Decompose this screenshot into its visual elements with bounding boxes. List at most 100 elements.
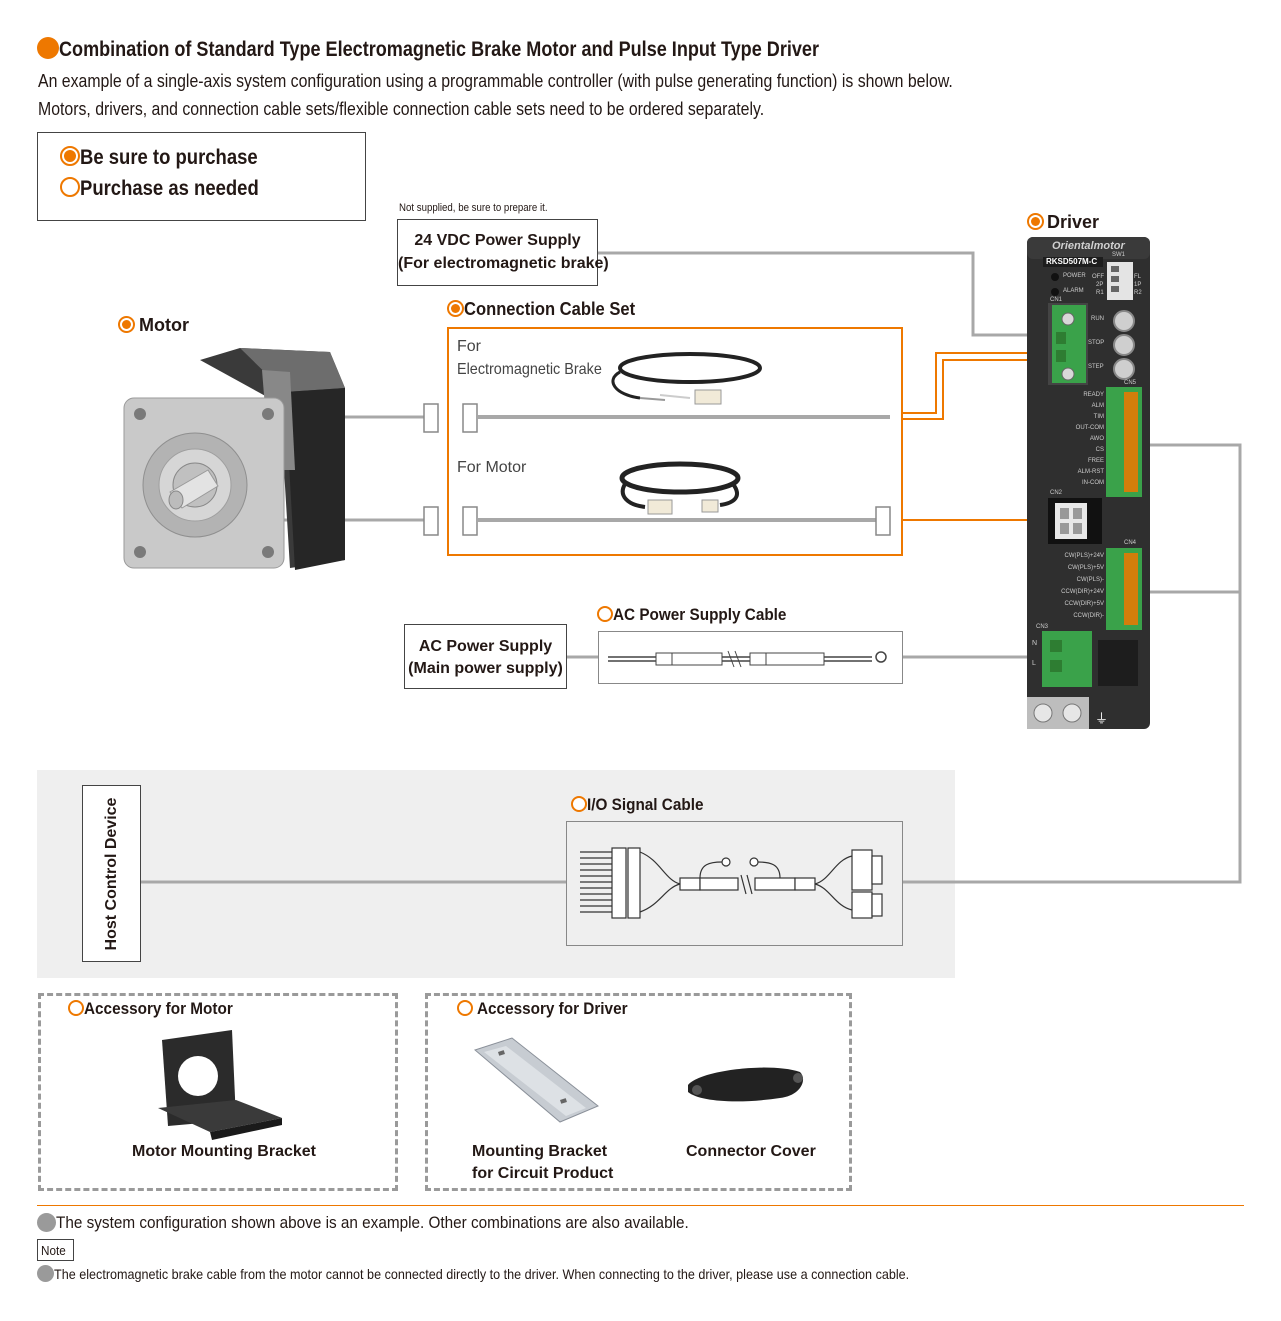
host-band bbox=[37, 770, 955, 978]
motor-cable-photo bbox=[619, 461, 741, 515]
motor-power-connector bbox=[423, 506, 439, 536]
optional-ring-dot-icon bbox=[60, 177, 80, 198]
cable-set-brake-line1: For bbox=[457, 338, 481, 355]
driver-cn2: CN2 bbox=[1050, 490, 1063, 496]
cable-set-motor-label: For Motor bbox=[457, 459, 527, 476]
cn4-signal: CCW(DIR)- bbox=[1073, 613, 1104, 619]
host-label: Host Control Device bbox=[103, 797, 120, 951]
cable-set-label: Connection Cable Set bbox=[447, 299, 650, 320]
set-brake-connector bbox=[462, 403, 478, 433]
footer-statement: The system configuration shown above is … bbox=[37, 1212, 759, 1233]
driver-cn3-l: L bbox=[1032, 660, 1036, 667]
motor-brake-connector bbox=[423, 403, 439, 433]
motor-label: Motor bbox=[118, 315, 189, 336]
io-cable-box bbox=[566, 821, 903, 946]
cn5-signal: AWO bbox=[1089, 436, 1104, 442]
footer-note-text: The electromagnetic brake cable from the… bbox=[54, 1266, 910, 1282]
cable-set-brake-line2: Electromagnetic Brake bbox=[457, 361, 602, 378]
cn4-signal: CW(PLS)+24V bbox=[1064, 553, 1104, 559]
ac-cable-label: AC Power Supply Cable bbox=[597, 605, 806, 625]
driver-label-text: Driver bbox=[1047, 212, 1100, 232]
brake-cable-orange-a bbox=[903, 352, 1050, 414]
io-cable-label-text: I/O Signal Cable bbox=[587, 795, 704, 814]
accessory-motor-title: Accessory for Motor bbox=[68, 999, 249, 1019]
footer-statement-text: The system configuration shown above is … bbox=[56, 1213, 689, 1232]
legend-optional: Purchase as needed bbox=[60, 177, 283, 201]
motor-illustration bbox=[123, 348, 345, 570]
ac-cable-drawing bbox=[608, 650, 887, 668]
required-dot-icon bbox=[37, 37, 59, 60]
gray-bullet-icon bbox=[37, 1212, 56, 1232]
ac-cable-box bbox=[598, 631, 903, 684]
optional-ring-dot-icon bbox=[597, 606, 613, 623]
driver-illustration bbox=[1027, 237, 1150, 729]
cn5-signal: CS bbox=[1095, 447, 1104, 453]
brake-supply-line2: (For electromagnetic brake) bbox=[398, 255, 609, 272]
accessory-driver-box bbox=[425, 993, 852, 1191]
cn4-signal: CCW(DIR)+5V bbox=[1064, 601, 1104, 607]
note-tag: Note bbox=[37, 1239, 74, 1261]
cn5-signal: ALM bbox=[1091, 403, 1104, 409]
ac-supply-line2: (Main power supply) bbox=[408, 660, 563, 677]
cable-set-label-text: Connection Cable Set bbox=[464, 299, 636, 319]
driver-pot-stop: STOP bbox=[1088, 340, 1105, 346]
cn4-signal: CCW(DIR)+24V bbox=[1061, 589, 1104, 595]
note-tag-text: Note bbox=[41, 1243, 66, 1258]
driver-cn5: CN5 bbox=[1124, 380, 1137, 386]
driver-label: Driver bbox=[1027, 212, 1099, 233]
accessory-driver-title: Accessory for Driver bbox=[457, 999, 644, 1019]
driver-switch-right-2: R2 bbox=[1134, 290, 1142, 296]
legend-required: Be sure to purchase bbox=[60, 146, 282, 170]
driver-led-alarm: ALARM bbox=[1063, 288, 1084, 294]
cable-set-box bbox=[447, 327, 903, 556]
driver-model: RKSD507M-C bbox=[1046, 257, 1098, 266]
connector-cover-photo bbox=[688, 1067, 804, 1102]
required-double-dot-icon bbox=[60, 146, 80, 167]
optional-ring-dot-icon bbox=[457, 1000, 473, 1017]
legend-required-label: Be sure to purchase bbox=[80, 146, 258, 169]
legend-box bbox=[37, 132, 366, 221]
driver-cn4: CN4 bbox=[1124, 540, 1137, 546]
cn5-signal: FREE bbox=[1087, 458, 1104, 464]
intro-line-2: Motors, drivers, and connection cable se… bbox=[38, 99, 765, 119]
accessory-motor-title-text: Accessory for Motor bbox=[84, 999, 233, 1018]
cn4-signal: CW(PLS)- bbox=[1076, 577, 1104, 583]
set-motor-driver-connector bbox=[875, 506, 891, 536]
brake-cable-orange-b bbox=[903, 359, 1050, 420]
brake-cable-photo bbox=[611, 352, 762, 405]
page-title-text: Combination of Standard Type Electromagn… bbox=[59, 38, 819, 61]
host-box: Host Control Device bbox=[82, 785, 141, 962]
motor-mounting-bracket-photo bbox=[158, 1030, 282, 1140]
driver-pot-step: STEP bbox=[1088, 364, 1104, 370]
accessory-driver-item2: Connector Cover bbox=[686, 1143, 816, 1160]
legend-optional-label: Purchase as needed bbox=[80, 177, 259, 200]
ground-icon: ⏚ bbox=[1095, 711, 1109, 726]
accessory-driver-title-text: Accessory for Driver bbox=[477, 999, 628, 1018]
optional-ring-dot-icon bbox=[68, 1000, 84, 1017]
driver-led-power: POWER bbox=[1063, 273, 1086, 279]
cn4-signal: CW(PLS)+5V bbox=[1067, 565, 1104, 571]
cn5-signal: IN-COM bbox=[1082, 480, 1104, 486]
required-double-dot-icon bbox=[118, 316, 135, 334]
ac-supply-box: AC Power Supply (Main power supply) bbox=[404, 624, 567, 689]
accessory-motor-box bbox=[38, 993, 398, 1191]
required-double-dot-icon bbox=[447, 300, 464, 318]
io-cable-drawing bbox=[580, 847, 883, 919]
driver-pot-run: RUN bbox=[1091, 316, 1104, 322]
brake-supply-wire bbox=[598, 251, 1050, 337]
set-motor-connector bbox=[462, 506, 478, 536]
gray-bullet-icon bbox=[37, 1265, 54, 1283]
optional-ring-dot-icon bbox=[571, 796, 587, 813]
accessory-driver-item1-line1: Mounting Bracket bbox=[472, 1143, 608, 1160]
driver-cn4-signals: CW(PLS)+24V CW(PLS)+5V CW(PLS)- CCW(DIR)… bbox=[1050, 553, 1104, 625]
driver-switch-left-0: OFF bbox=[1092, 274, 1104, 280]
brake-supply-box: 24 VDC Power Supply (For electromagnetic… bbox=[397, 219, 609, 286]
brake-supply-note: Not supplied, be sure to prepare it. bbox=[399, 202, 548, 214]
intro-line-1: An example of a single-axis system confi… bbox=[38, 71, 953, 91]
driver-switch-right-0: FL bbox=[1134, 274, 1142, 280]
driver-cn5-signals: READY ALM TIM OUT-COM AWO CS FREE ALM-RS… bbox=[1062, 392, 1104, 491]
driver-switch-left-1: 2P bbox=[1096, 282, 1104, 288]
page-title: Combination of Standard Type Electromagn… bbox=[37, 37, 943, 62]
driver-switch-right-1: 1P bbox=[1134, 282, 1142, 288]
